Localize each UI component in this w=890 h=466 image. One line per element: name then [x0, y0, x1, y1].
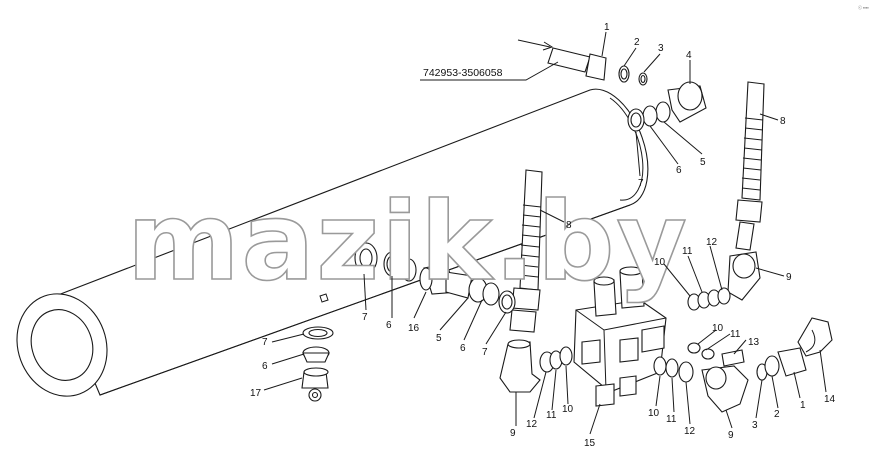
callout-11: 11 [730, 329, 741, 340]
upper-right-rings [687, 287, 731, 311]
top-elbow-group [627, 81, 707, 132]
callout-3: 3 [752, 420, 758, 431]
callout-7: 7 [362, 312, 368, 323]
callout-6: 6 [460, 343, 466, 354]
callout-11: 11 [666, 414, 677, 425]
callout-7: 7 [482, 347, 488, 358]
callout-2: 2 [774, 409, 780, 420]
inlet-fitting-group [517, 39, 648, 86]
callout-1: 1 [604, 22, 610, 33]
callout-6: 6 [386, 320, 392, 331]
callout-9: 9 [728, 430, 734, 441]
callout-8: 8 [780, 116, 786, 127]
callout-6: 6 [262, 361, 268, 372]
center-hose [509, 169, 543, 333]
callout-4: 4 [686, 50, 692, 61]
right-hose [727, 81, 765, 301]
assembly-part-number: 742953-3506058 [423, 67, 503, 79]
callout-13: 13 [748, 337, 760, 348]
callout-10: 10 [712, 323, 724, 334]
callout-8: 8 [566, 220, 572, 231]
callout-14: 14 [824, 394, 836, 405]
callout-5: 5 [700, 157, 706, 168]
callout-12: 12 [706, 237, 718, 248]
corner-mark: ⓒ ▪▪▪▪ [858, 4, 869, 10]
callout-17: 17 [250, 388, 262, 399]
watermark-text: mazik.by [127, 180, 689, 305]
callout-7: 7 [638, 178, 644, 189]
callout-11: 11 [682, 246, 693, 257]
callout-3: 3 [658, 43, 664, 54]
tank-outlet-fittings [354, 242, 516, 314]
air-receiver-tank [16, 88, 649, 397]
callout-12: 12 [526, 419, 538, 430]
callout-11: 11 [546, 410, 557, 421]
callout-5: 5 [436, 333, 442, 344]
callout-12: 12 [684, 426, 696, 437]
callout-6: 6 [676, 165, 682, 176]
callout-10: 10 [648, 408, 660, 419]
lower-right-elbow-group [653, 317, 833, 413]
callout-2: 2 [634, 37, 640, 48]
part-number-leader: 742953-3506058 [420, 61, 559, 81]
callout-15: 15 [584, 438, 596, 449]
callout-7: 7 [262, 337, 268, 348]
callout-leaders [263, 31, 827, 435]
callout-16: 16 [408, 323, 420, 334]
callout-9: 9 [510, 428, 516, 439]
lower-left-elbow-group [499, 339, 573, 393]
callout-1: 1 [800, 400, 806, 411]
drain-valve-group [301, 326, 334, 402]
callout-9: 9 [786, 272, 792, 283]
callout-10: 10 [562, 404, 574, 415]
callout-10: 10 [654, 257, 666, 268]
callout-labels: 1 2 3 4 8 5 6 7 8 12 11 10 9 7 6 16 5 6 … [250, 22, 836, 449]
